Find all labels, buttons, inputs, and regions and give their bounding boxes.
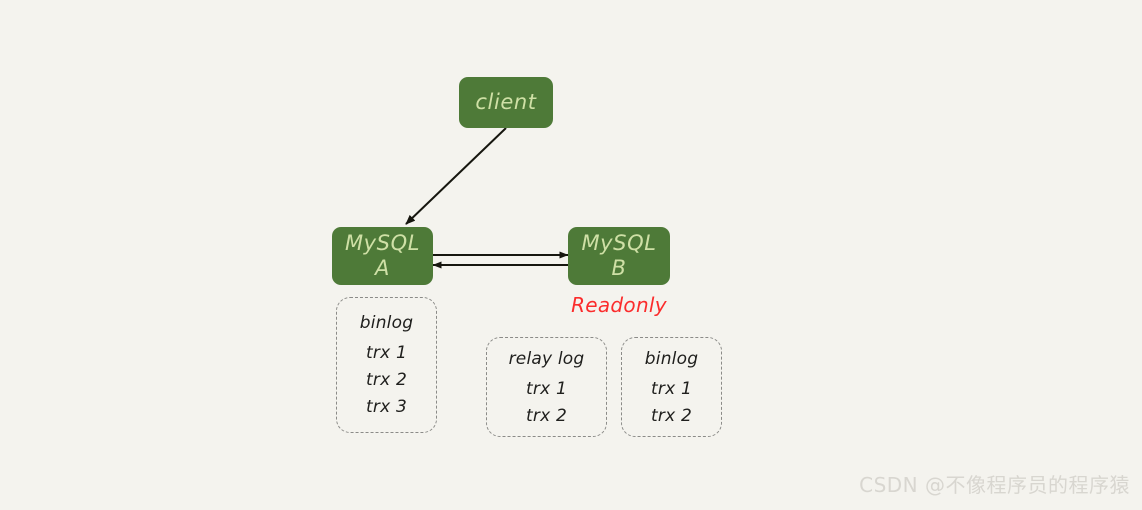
node-client[interactable]: client (459, 77, 553, 128)
watermark: CSDN @不像程序员的程序猿 (859, 473, 1130, 497)
log-box-title: relay log (508, 348, 585, 369)
log-box-relay-log: relay log trx 1 trx 2 (486, 337, 607, 437)
readonly-annotation: Readonly (571, 293, 667, 317)
log-entry: trx 2 (366, 370, 407, 390)
log-box-binlog-b: binlog trx 1 trx 2 (621, 337, 722, 437)
node-mysql-a-title: MySQL (344, 231, 421, 256)
log-entry: trx 1 (651, 378, 692, 399)
log-box-binlog-a: binlog trx 1 trx 2 trx 3 (336, 297, 437, 433)
node-mysql-a[interactable]: MySQL A (332, 227, 433, 285)
node-mysql-b-title: MySQL (581, 231, 657, 256)
node-mysql-b[interactable]: MySQL B (568, 227, 670, 285)
log-entry: trx 2 (651, 405, 692, 426)
log-entry: trx 3 (366, 397, 407, 417)
node-mysql-b-subtitle: B (611, 256, 627, 280)
log-entry: trx 1 (526, 378, 567, 399)
node-mysql-a-subtitle: A (375, 256, 390, 280)
log-entry: trx 1 (366, 343, 407, 363)
arrow-client-to-mysql-a (405, 127, 507, 225)
log-box-title: binlog (359, 313, 414, 333)
log-box-title: binlog (644, 348, 699, 369)
node-client-label: client (475, 90, 537, 115)
log-entry: trx 2 (526, 405, 567, 426)
